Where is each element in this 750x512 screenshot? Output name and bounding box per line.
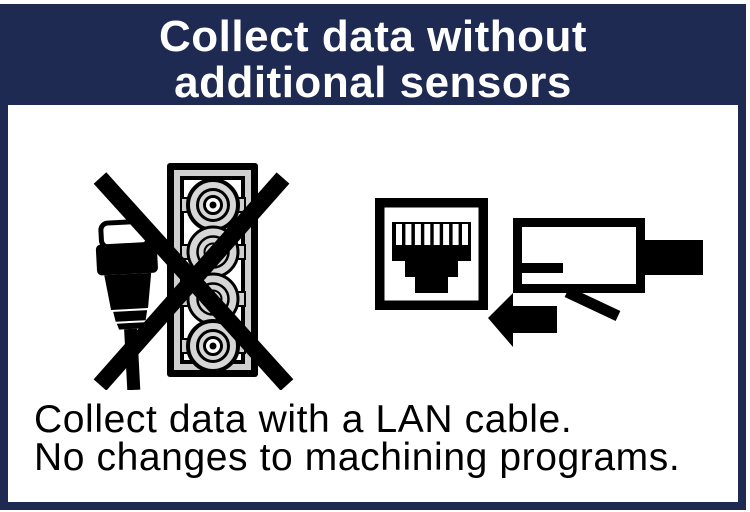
header-title-line-1: Collect data without xyxy=(159,12,587,61)
arrow-left-icon xyxy=(488,293,557,347)
bnc-connector xyxy=(180,178,246,232)
no-analog-sensors-icon xyxy=(93,163,294,390)
caption-line-1: Collect data with a LAN cable. xyxy=(34,398,573,441)
caption-line-2: No changes to machining programs. xyxy=(34,436,681,479)
caption-text: Collect data with a LAN cable. No change… xyxy=(34,398,681,479)
header-banner: Collect data without additional sensors xyxy=(8,12,738,107)
lan-plug-icon xyxy=(513,218,703,321)
illustration-area: Collect data with a LAN cable. No change… xyxy=(8,105,738,502)
ethernet-port-icon xyxy=(375,198,488,310)
cross-out-x-icon xyxy=(93,172,294,390)
lan-cable-icon xyxy=(375,198,703,347)
rj45-pins xyxy=(396,224,468,245)
header-title-line-2: additional sensors xyxy=(174,58,572,107)
feature-card: Collect data without additional sensors xyxy=(0,4,746,510)
